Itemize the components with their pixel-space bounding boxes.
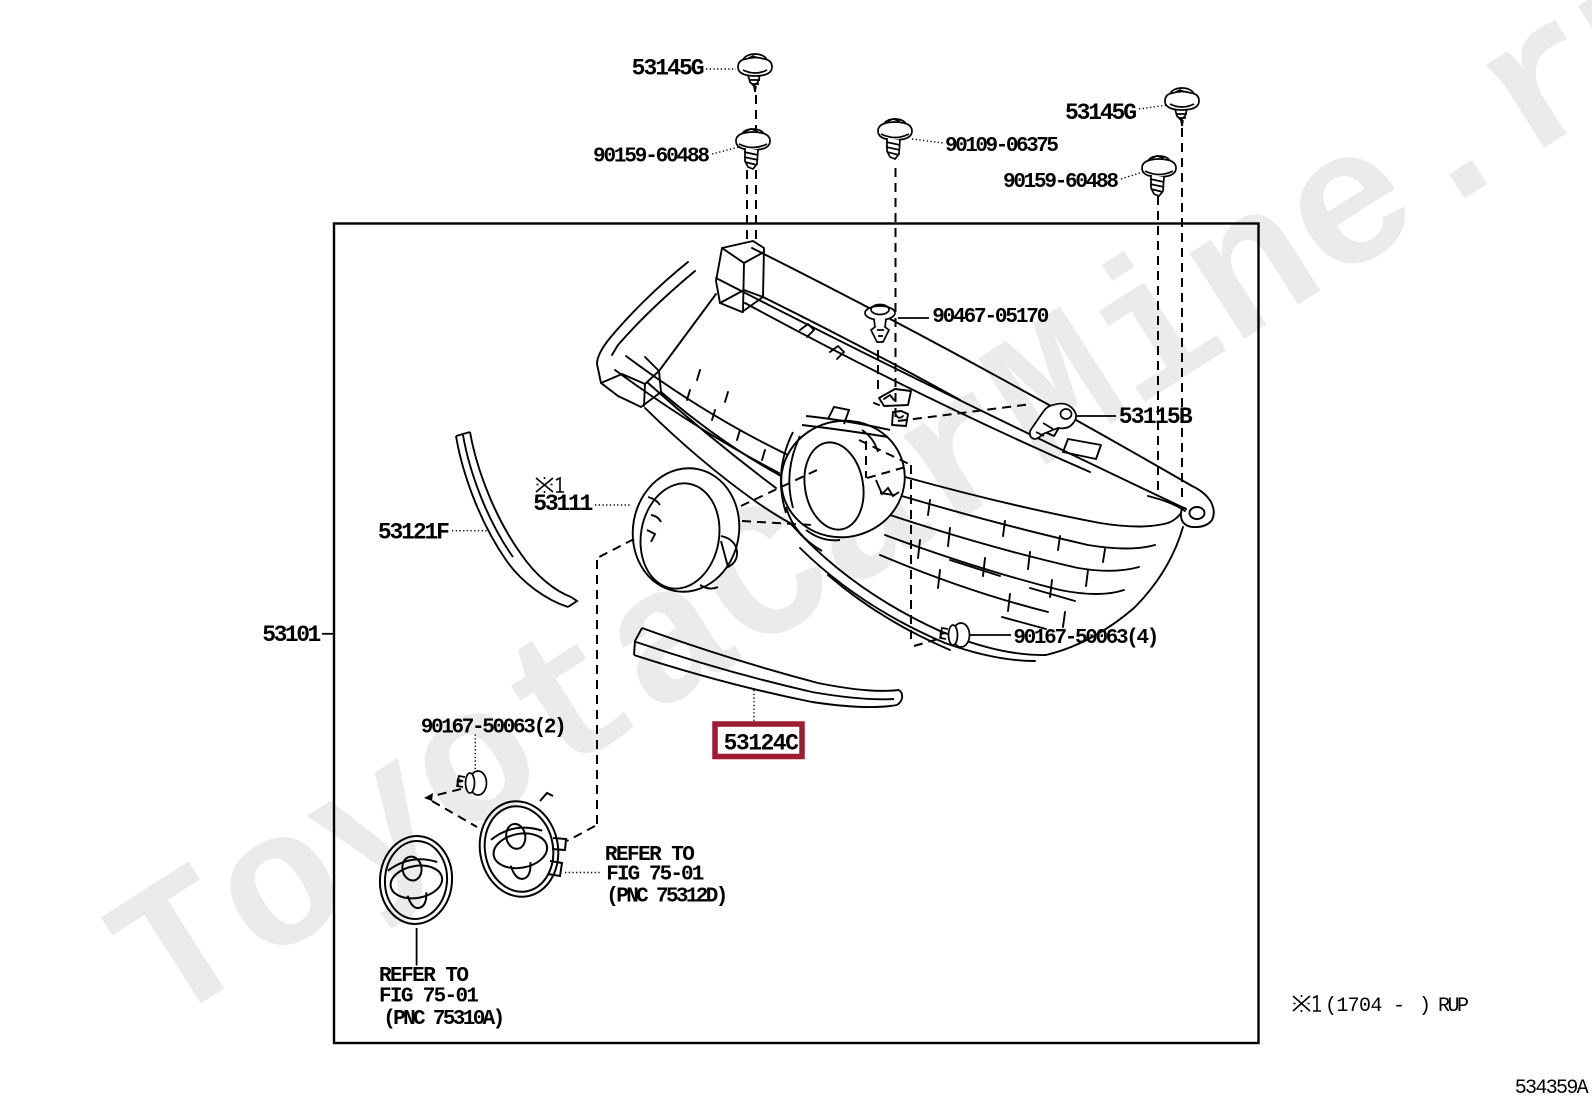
svg-text:FIG 75-01: FIG 75-01 [606, 863, 704, 886]
svg-text:534359A: 534359A [1515, 1077, 1589, 1099]
svg-text:53145G: 53145G [1065, 100, 1137, 126]
svg-text:) RUP: ) RUP [1419, 995, 1469, 1018]
svg-text:REFER TO: REFER TO [379, 965, 469, 988]
svg-text:53124C: 53124C [724, 731, 799, 757]
svg-text:53111: 53111 [533, 491, 593, 517]
svg-text:90467-05170: 90467-05170 [932, 306, 1049, 329]
svg-text:53101: 53101 [262, 622, 321, 648]
svg-text:REFER TO: REFER TO [605, 844, 695, 867]
svg-text:(1704 -: (1704 - [1325, 995, 1405, 1018]
svg-text:90109-06375: 90109-06375 [945, 135, 1059, 158]
svg-text:53145G: 53145G [632, 56, 705, 82]
svg-text:90159-60488: 90159-60488 [593, 146, 710, 169]
svg-text:90167-50063(4): 90167-50063(4) [1013, 627, 1159, 650]
svg-text:FIG 75-01: FIG 75-01 [379, 985, 479, 1008]
svg-text:(PNC 75312D): (PNC 75312D) [606, 886, 728, 909]
svg-text:53121F: 53121F [378, 520, 450, 546]
svg-text:90167-50063(2): 90167-50063(2) [421, 717, 567, 740]
svg-text:90159-60488: 90159-60488 [1003, 171, 1119, 194]
svg-text:(PNC 75310A): (PNC 75310A) [383, 1008, 505, 1031]
svg-text:53115B: 53115B [1119, 404, 1193, 430]
